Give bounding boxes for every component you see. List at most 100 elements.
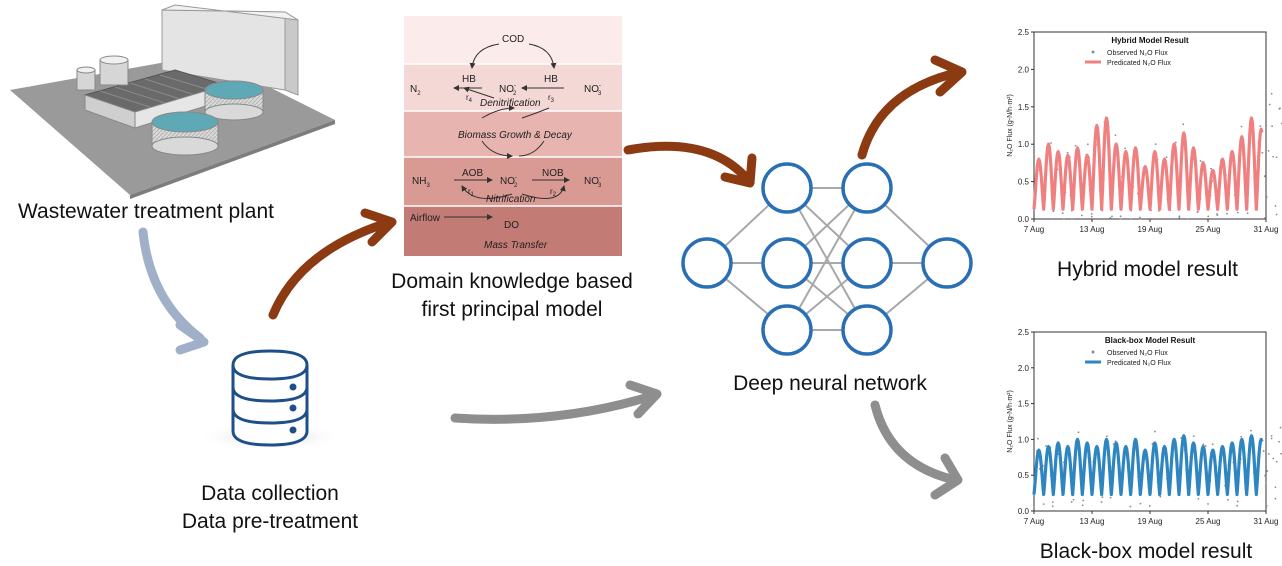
network-connections: [706, 187, 948, 331]
x-tick-label: 7 Aug: [1024, 517, 1044, 526]
biomass-label: Biomass Growth & Decay: [458, 130, 573, 141]
observed-point: [1187, 218, 1189, 220]
observed-point: [1109, 217, 1112, 219]
x-tick-label: 19 Aug: [1138, 225, 1163, 234]
observed-point: [1072, 498, 1075, 501]
dnn-caption: Deep neural network: [733, 372, 927, 395]
observed-point: [1268, 103, 1271, 106]
observed-point: [1139, 502, 1142, 505]
observed-point: [1265, 196, 1268, 199]
legend-label-predicted: Predicated N₂O Flux: [1107, 360, 1171, 367]
observed-point: [1100, 501, 1103, 503]
observed-point: [1274, 486, 1277, 489]
airflow-label: Airflow: [410, 213, 441, 224]
hybrid-caption: Hybrid model result: [1057, 258, 1238, 281]
observed-point: [1211, 443, 1214, 446]
observed-point: [1274, 497, 1277, 500]
observed-point: [1275, 460, 1278, 463]
observed-point: [1139, 218, 1142, 220]
storage-tanks: [76, 55, 129, 91]
hb2-label: HB: [544, 74, 558, 85]
y-tick-label: 1.0: [1018, 140, 1030, 149]
y-tick-label: 0.0: [1018, 507, 1030, 516]
y-tick-label: 1.5: [1018, 103, 1030, 112]
observed-point: [1139, 216, 1141, 219]
observed-point: [1278, 440, 1280, 443]
observed-point: [1086, 143, 1089, 146]
observed-point: [1066, 151, 1069, 154]
y-tick-label: 0.5: [1018, 471, 1030, 480]
arrow-data-to-dnn: [450, 390, 660, 424]
y-axis-label: N₂O Flux (g-N/h·m²): [1007, 94, 1014, 157]
observed-point: [1264, 474, 1266, 477]
blackbox-caption: Black-box model result: [1039, 540, 1253, 563]
observed-point: [1148, 505, 1151, 507]
observed-point: [1240, 125, 1243, 128]
observed-point: [1080, 214, 1083, 217]
denitrification-label: Denitrification: [480, 98, 541, 109]
arrow-dnn-to-hybrid: [857, 67, 965, 160]
observed-point: [1071, 218, 1074, 220]
plant-caption: Wastewater treatment plant: [18, 200, 274, 223]
observed-point: [1130, 218, 1133, 220]
observed-point: [1274, 204, 1277, 207]
observed-point: [1216, 213, 1218, 215]
observed-point: [1105, 435, 1108, 438]
observed-point: [1045, 445, 1047, 447]
observed-point: [1061, 212, 1064, 215]
observed-point: [1129, 505, 1132, 508]
y-tick-label: 1.0: [1018, 435, 1030, 444]
observed-point: [1265, 481, 1267, 484]
observed-point: [1279, 426, 1282, 429]
domain-model-caption: Domain knowledge based first principal m…: [391, 270, 633, 321]
svg-text:N2: N2: [410, 84, 421, 97]
observed-point: [1262, 450, 1265, 452]
observed-point: [1154, 143, 1157, 146]
observed-point: [1267, 453, 1270, 455]
observed-point: [1279, 107, 1281, 110]
observed-point: [1266, 470, 1269, 472]
observed-point: [1196, 211, 1199, 214]
observed-point: [1261, 151, 1264, 154]
svg-text:r1: r1: [468, 187, 475, 198]
arrow-dnn-to-blackbox: [870, 400, 960, 485]
observed-point: [1210, 167, 1212, 170]
observed-point: [1154, 430, 1156, 433]
x-tick-label: 25 Aug: [1196, 517, 1221, 526]
x-tick-label: 31 Aug: [1254, 225, 1279, 234]
x-tick-label: 31 Aug: [1254, 517, 1279, 526]
observed-point: [1271, 125, 1273, 128]
observed-point: [1165, 156, 1168, 158]
mechanistic-model-panel: COD N2 HB r4 NO-2 HB r3 NO-3 Denitrifica…: [404, 16, 622, 256]
hidden-node: [761, 162, 813, 214]
observed-point: [1051, 505, 1054, 508]
legend-label-observed: Observed N₂O Flux: [1107, 50, 1168, 57]
observed-point: [1236, 500, 1239, 503]
nob-label: NOB: [542, 168, 564, 179]
observed-point: [1202, 443, 1205, 446]
observed-point: [1197, 498, 1200, 500]
observed-point: [1159, 495, 1162, 498]
legend-label-predicted: Predicated N₂O Flux: [1107, 60, 1171, 67]
x-tick-label: 7 Aug: [1024, 225, 1044, 234]
observed-point: [1270, 437, 1273, 440]
svg-text:NO-3: NO-3: [584, 175, 602, 189]
observed-point: [1270, 92, 1273, 95]
observed-point: [1052, 210, 1055, 213]
observed-point: [1226, 212, 1228, 215]
hidden-node: [841, 304, 893, 356]
y-tick-label: 2.0: [1018, 65, 1030, 74]
observed-point: [1182, 123, 1185, 126]
svg-text:NO-2: NO-2: [500, 175, 518, 189]
nitrification-label: Nitrification: [486, 194, 536, 205]
observed-point: [1199, 160, 1202, 162]
hidden-node: [761, 304, 813, 356]
observed-point: [1042, 503, 1045, 506]
svg-text:NH3: NH3: [412, 176, 430, 189]
svg-text:NO-3: NO-3: [584, 83, 602, 97]
observed-point: [1101, 496, 1104, 499]
observed-point: [1077, 431, 1080, 434]
observed-point: [1207, 215, 1210, 218]
observed-point: [1037, 437, 1039, 440]
